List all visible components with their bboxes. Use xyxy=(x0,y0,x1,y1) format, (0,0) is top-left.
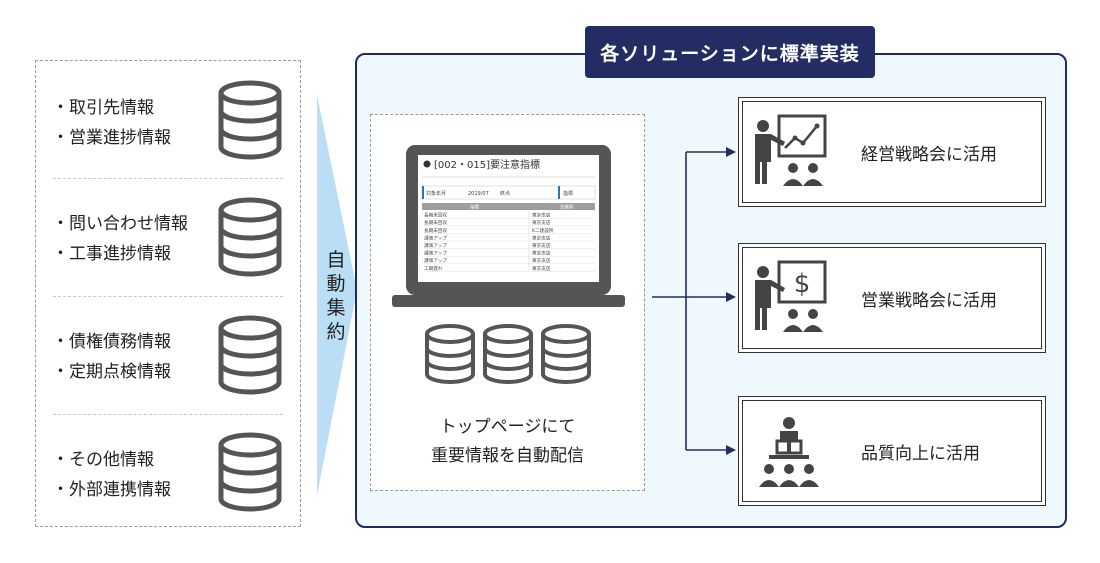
screen-header: 営業所 xyxy=(560,204,574,211)
solution-title: 各ソリューションに標準実装 xyxy=(585,26,875,78)
source-group-3: ・債権債務情報 ・定期点検情報 xyxy=(36,307,300,424)
source-item: ・外部連携情報 xyxy=(52,480,171,500)
source-group-1: ・取引先情報 ・営業進捗情報 xyxy=(36,71,300,188)
output-sales-strategy: $ 営業戦略会に活用 xyxy=(738,243,1046,353)
flow-label-char: 自 xyxy=(326,249,346,271)
source-item: ・取引先情報 xyxy=(52,98,154,118)
top-page-caption-2: 重要情報を自動配信 xyxy=(431,446,584,466)
screen-filter: 終点 xyxy=(500,190,510,197)
source-item: ・工事進捗情報 xyxy=(52,244,171,264)
top-page-caption-1: トップページにて xyxy=(439,417,576,437)
database-icon xyxy=(218,315,282,395)
screen-cell: K二建設所 xyxy=(532,227,554,234)
screen-cell: 課価アップ xyxy=(424,242,447,249)
screen-filter: 指標 xyxy=(563,190,573,197)
screen-cell: 課価アップ xyxy=(424,250,447,257)
database-icon xyxy=(541,324,591,384)
screen-title: [002・015]要注意指標 xyxy=(434,158,540,171)
source-panel: ・取引先情報 ・営業進捗情報 ・問い合わせ情報 ・工事進捗情報 ・債権債務情報 … xyxy=(35,60,301,527)
screen-filter: 2019/07 xyxy=(468,191,489,197)
database-icon xyxy=(425,324,475,384)
presentation-dollar-icon: $ xyxy=(755,260,827,332)
screen-cell: 長期未回収 xyxy=(424,219,447,226)
source-item: ・その他情報 xyxy=(52,450,154,470)
screen-header: 指標 xyxy=(470,204,479,211)
source-item: ・問い合わせ情報 xyxy=(52,214,188,234)
screen-cell: 東京支店 xyxy=(532,242,551,249)
screen-cell: 東京支店 xyxy=(532,219,551,226)
output-management-strategy: 経営戦略会に活用 xyxy=(738,97,1046,207)
screen-filter: 対象年月 xyxy=(426,190,446,197)
screen-cell: 長期未回収 xyxy=(424,227,447,234)
source-item: ・営業進捗情報 xyxy=(52,128,171,148)
aggregation-funnel xyxy=(317,95,357,495)
podium-audience-icon xyxy=(759,417,819,487)
database-icon xyxy=(483,324,533,384)
screen-cell: 東京支店 xyxy=(532,257,551,264)
output-label: 品質向上に活用 xyxy=(861,443,980,464)
database-icon xyxy=(218,80,282,160)
source-item: ・債権債務情報 xyxy=(52,332,171,352)
flow-label-char: 約 xyxy=(326,321,346,343)
screen-cell: 長期未回収 xyxy=(424,212,447,219)
screen-cell: 課価アップ xyxy=(424,257,447,264)
screen-cell: 東京支店 xyxy=(532,250,551,257)
svg-text:$: $ xyxy=(794,269,811,299)
output-label: 経営戦略会に活用 xyxy=(861,144,997,165)
database-icon xyxy=(218,432,282,512)
divider xyxy=(53,414,283,415)
distribution-arrows xyxy=(652,147,736,455)
screen-cell: 東京支店 xyxy=(532,212,551,219)
source-group-4: ・その他情報 ・外部連携情報 xyxy=(36,425,300,542)
screen-cell: 課価アップ xyxy=(424,234,447,241)
screen-cell: 工期遅れ xyxy=(424,266,443,272)
output-quality-improvement: 品質向上に活用 xyxy=(738,396,1046,506)
laptop-icon: [002・015]要注意指標 対象年月 2019/07 終点 指標 指標 営業所… xyxy=(392,145,625,307)
screen-cell: 東京支店 xyxy=(532,265,551,272)
divider xyxy=(53,296,283,297)
database-icon xyxy=(218,197,282,277)
flow-label-char: 動 xyxy=(326,273,346,295)
source-item: ・定期点検情報 xyxy=(52,362,171,382)
output-label: 営業戦略会に活用 xyxy=(861,290,997,311)
source-group-2: ・問い合わせ情報 ・工事進捗情報 xyxy=(36,189,300,306)
screen-cell: 東京支店 xyxy=(532,234,551,241)
flow-label-char: 集 xyxy=(326,297,346,319)
presentation-chart-icon xyxy=(755,114,827,186)
divider xyxy=(53,178,283,179)
